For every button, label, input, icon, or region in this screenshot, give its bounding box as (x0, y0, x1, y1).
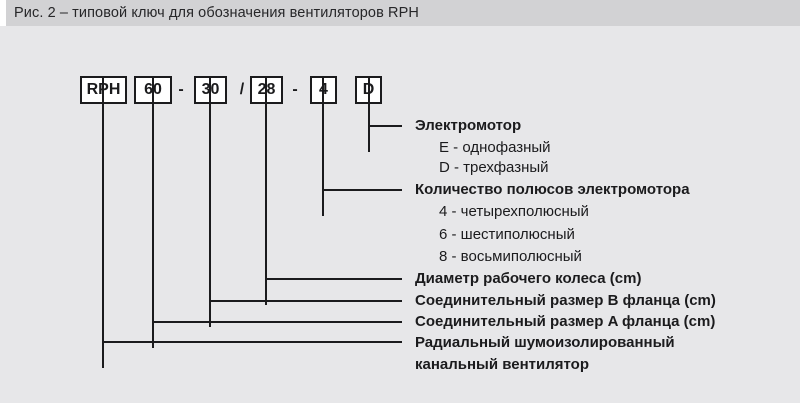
connector-flange-a-vertical (152, 78, 154, 348)
connector-flange-b-vertical (209, 78, 211, 327)
connector-motor-horizontal (368, 125, 402, 127)
legend-heading-impeller: Диаметр рабочего колеса (cm) (415, 270, 642, 287)
connector-flange-b-horizontal (209, 300, 402, 302)
connector-poles-vertical (322, 78, 324, 216)
legend-heading-motor: Электромотор (415, 117, 522, 134)
legend-item-motor-e: E - однофазный (439, 139, 551, 156)
legend-item-poles-4: 4 - четырехполюсный (439, 203, 589, 220)
legend-heading-fan-type: Радиальный шумоизолированный канальный в… (415, 332, 705, 376)
separator-dash-2: - (292, 81, 298, 98)
legend-item-poles-8: 8 - восьмиполюсный (439, 248, 582, 265)
fan-type-line-2: канальный вентилятор (415, 356, 590, 373)
connector-impeller-horizontal (265, 278, 402, 280)
connector-fan-type-horizontal (102, 341, 402, 343)
legend-heading-flange-a: Соединительный размер A фланца (cm) (415, 313, 716, 330)
connector-motor-vertical (368, 78, 370, 152)
separator-dash-1: - (178, 81, 184, 98)
connector-fan-type-vertical (102, 78, 104, 368)
legend-item-motor-d: D - трехфазный (439, 159, 549, 176)
separator-slash: / (239, 81, 245, 98)
connector-flange-a-horizontal (152, 321, 402, 323)
legend-item-poles-6: 6 - шестиполюсный (439, 226, 575, 243)
diagram-panel: RPH 60 - 30 / 28 - 4 D Электромотор E - … (0, 26, 800, 403)
fan-type-line-1: Радиальный шумоизолированный (415, 334, 675, 351)
legend-heading-poles: Количество полюсов электромотора (415, 181, 690, 198)
connector-impeller-vertical (265, 78, 267, 305)
figure-caption: Рис. 2 – типовой ключ для обозначения ве… (6, 0, 800, 26)
connector-poles-horizontal (322, 189, 402, 191)
legend-heading-flange-b: Соединительный размер B фланца (cm) (415, 292, 716, 309)
